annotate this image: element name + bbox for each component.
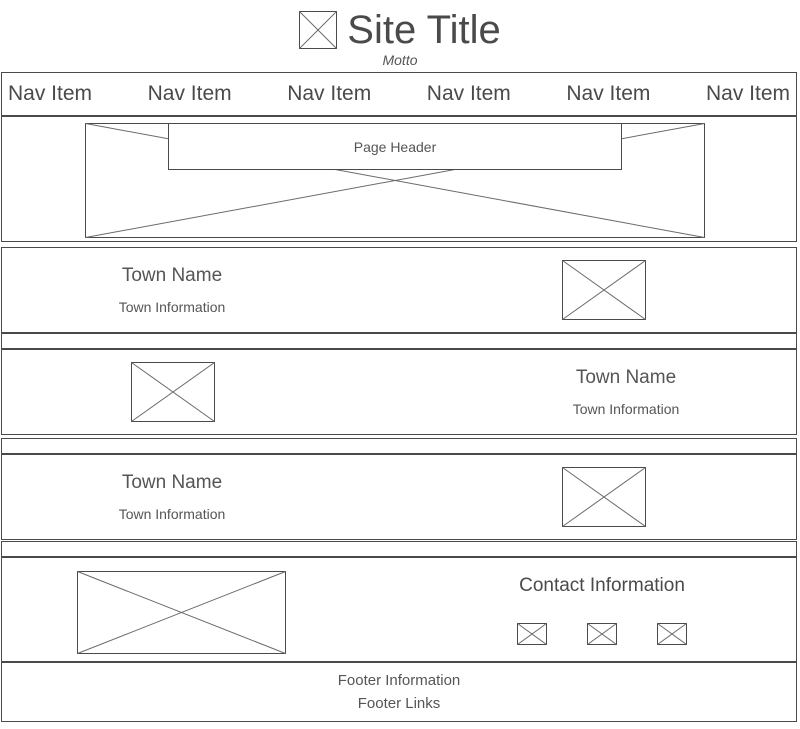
footer-links[interactable]: Footer Links [357, 695, 441, 712]
nav-item-1[interactable]: Nav Item [8, 82, 93, 105]
section-spacer-1 [1, 333, 797, 349]
town-image-placeholder-icon [562, 467, 646, 527]
town-name: Town Name [121, 265, 223, 286]
town-information: Town Information [118, 299, 226, 315]
site-motto: Motto [382, 52, 418, 68]
section-spacer-3 [1, 541, 797, 557]
social-placeholder-icon-1[interactable] [517, 622, 547, 645]
section-spacer-2 [1, 438, 797, 454]
town-image-placeholder-icon [562, 260, 646, 320]
town-text-block: Town Name Town Information [2, 248, 342, 332]
contact-social-icons [517, 622, 687, 645]
town-image-placeholder-icon [131, 362, 215, 422]
nav-item-4[interactable]: Nav Item [426, 82, 511, 105]
logo-placeholder-icon [299, 11, 338, 49]
page-header-box: Page Header [168, 123, 622, 170]
nav-item-2[interactable]: Nav Item [147, 82, 232, 105]
town-information: Town Information [572, 401, 680, 417]
site-masthead: Site Title Motto [0, 0, 800, 72]
contact-section: Contact Information [1, 557, 797, 662]
hero-section: Page Header [1, 116, 797, 242]
site-title: Site Title [347, 8, 501, 52]
town-section-3: Town Name Town Information [1, 454, 797, 540]
nav-item-5[interactable]: Nav Item [566, 82, 651, 105]
town-text-block: Town Name Town Information [456, 350, 796, 434]
brand-row: Site Title [0, 10, 800, 50]
main-navigation: Nav Item Nav Item Nav Item Nav Item Nav … [1, 72, 797, 116]
contact-image-placeholder-icon [77, 571, 286, 654]
town-name: Town Name [121, 472, 223, 493]
social-placeholder-icon-2[interactable] [587, 622, 617, 645]
town-information: Town Information [118, 506, 226, 522]
social-placeholder-icon-3[interactable] [657, 622, 687, 645]
town-section-2: Town Name Town Information [1, 349, 797, 435]
town-name: Town Name [575, 367, 677, 388]
town-text-block: Town Name Town Information [2, 455, 342, 539]
contact-details: Contact Information [442, 558, 762, 661]
nav-item-6[interactable]: Nav Item [705, 82, 790, 105]
footer-information: Footer Information [337, 672, 461, 689]
nav-item-3[interactable]: Nav Item [287, 82, 372, 105]
contact-information-title: Contact Information [519, 574, 685, 596]
page-header-label: Page Header [353, 138, 437, 155]
town-section-1: Town Name Town Information [1, 247, 797, 333]
site-footer: Footer Information Footer Links [1, 662, 797, 722]
